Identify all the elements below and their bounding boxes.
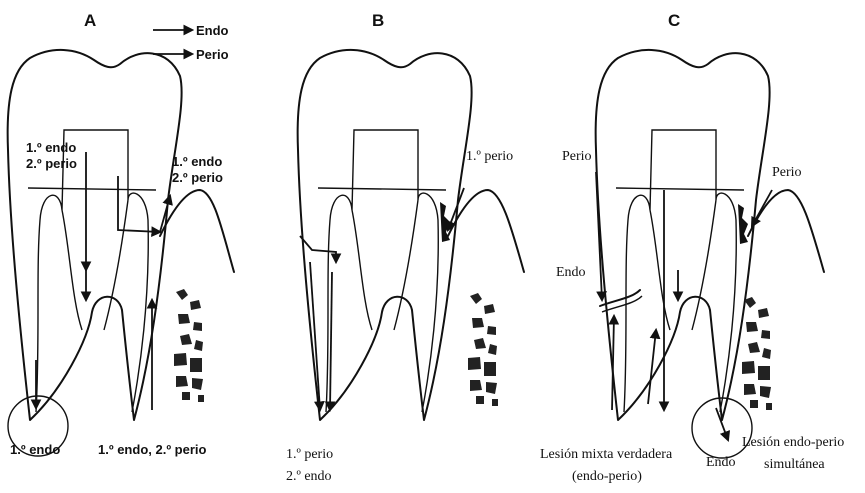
panel-a-pulp-canals	[36, 130, 148, 412]
panel-c-perio-arrow-root-center	[648, 330, 656, 404]
panel-c-label-simultaneous-2: simultánea	[764, 457, 825, 472]
panel-a-title: A	[84, 11, 96, 30]
panel-a-label-bottom: 1.º endo, 2.º perio	[98, 442, 207, 457]
panel-c-label-simultaneous-1: Lesión endo-perio	[742, 435, 844, 450]
panel-b-bone	[468, 293, 498, 406]
panel-a-bone	[174, 289, 204, 402]
panel-c-label-mixed-1: Lesión mixta verdadera	[540, 447, 673, 462]
panel-c-gingiva	[748, 190, 824, 272]
panel-a-cej-line	[28, 188, 156, 190]
panel-c-pulp-canals	[624, 130, 736, 412]
panel-b-perio-arrow-lateral	[300, 236, 336, 262]
legend: Endo Perio	[153, 23, 229, 62]
panel-c-label-mixed-2: (endo-perio)	[572, 469, 642, 484]
panel-b-title: B	[372, 11, 384, 30]
panel-a-label-left-2: 2.º perio	[26, 156, 77, 171]
panel-b-label-right: 1.º perio	[466, 149, 513, 164]
panel-a-label-right-2: 2.º perio	[172, 170, 223, 185]
panel-c-perio-arrow-root-left	[612, 316, 614, 410]
panel-c-bone	[742, 297, 772, 410]
panel-a-label-left-1: 1.º endo	[26, 140, 76, 155]
panel-b-inner-root-line	[352, 200, 418, 330]
panel-a-label-right-1: 1.º endo	[172, 154, 222, 169]
panel-a-gingiva	[160, 190, 234, 272]
panel-a: A 1.º endo 2.º perio 1.º endo 2.º perio …	[8, 11, 234, 457]
panel-a-label-circle: 1.º endo	[10, 442, 60, 457]
panel-c: C Perio Perio Endo Lesión mixta verdader…	[540, 11, 844, 484]
panel-c-calculus	[738, 204, 748, 244]
legend-endo: Endo	[196, 23, 229, 38]
panel-b-label-bottom-1: 1.º perio	[286, 447, 333, 462]
panel-a-tooth-outline	[8, 50, 182, 420]
panel-b-pulp-canals	[326, 130, 438, 412]
panel-c-label-endo: Endo	[556, 265, 586, 280]
panel-b: B 1.º perio 1.º perio 2.º endo	[286, 11, 524, 484]
panel-c-label-endo-bottom: Endo	[706, 455, 736, 470]
legend-perio: Perio	[196, 47, 229, 62]
panel-b-endo-arrow-canal	[330, 272, 332, 410]
panel-c-cej-line	[616, 188, 744, 190]
panel-c-label-perio-right: Perio	[772, 165, 802, 180]
panel-c-label-perio-left: Perio	[562, 149, 592, 164]
panel-b-cej-line	[318, 188, 446, 190]
panel-b-label-bottom-2: 2.º endo	[286, 469, 332, 484]
panel-c-inner-root-line	[650, 200, 716, 330]
panel-c-title: C	[668, 11, 680, 30]
